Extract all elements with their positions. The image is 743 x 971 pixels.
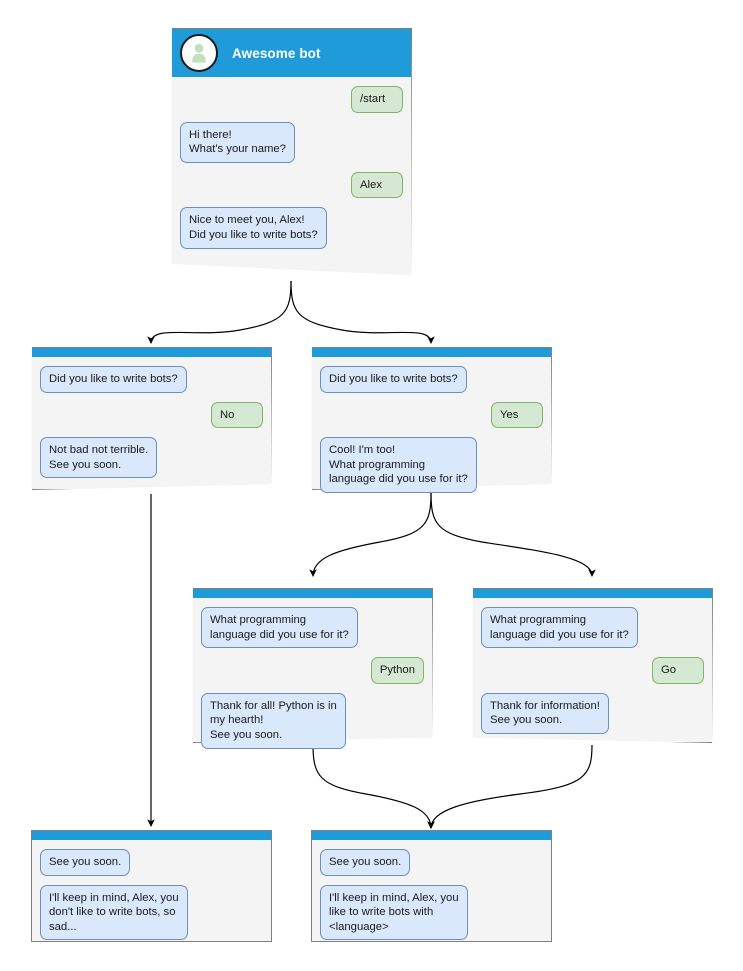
message-row: I'll keep in mind, Alex, you don't like … — [40, 884, 263, 941]
bot-message-bubble: What programming language did you use fo… — [481, 607, 638, 649]
edge-yes-to-go — [430, 492, 596, 577]
edge-go-to-end-happy — [427, 744, 593, 829]
edge-python-to-end-happy — [312, 744, 435, 829]
node-python-branch-messages: What programming language did you use fo… — [192, 599, 433, 749]
node-yes-branch-messages: Did you like to write bots? Yes Cool! I'… — [311, 358, 552, 493]
user-message-bubble: Yes — [491, 401, 543, 429]
message-row: Did you like to write bots? — [320, 366, 543, 393]
node-end-sad-titlebar — [32, 831, 271, 840]
user-message-bubble: No — [211, 401, 263, 429]
message-row: /start — [180, 86, 403, 113]
node-go-branch-messages: What programming language did you use fo… — [472, 599, 713, 734]
node-yes-branch[interactable]: Did you like to write bots? Yes Cool! I'… — [311, 347, 552, 493]
node-no-branch-titlebar — [32, 348, 271, 357]
bot-message-bubble: See you soon. — [40, 849, 131, 876]
node-go-branch-titlebar — [473, 589, 712, 598]
edge-root-to-yes — [290, 280, 435, 344]
user-message-bubble: Go — [652, 657, 704, 684]
node-end-happy-messages: See you soon. I'll keep in mind, Alex, y… — [311, 841, 552, 941]
message-row: Yes — [320, 401, 543, 429]
node-end-happy-titlebar — [312, 831, 551, 840]
node-yes-branch-titlebar — [312, 348, 551, 357]
message-row: Cool! I'm too! What programming language… — [320, 437, 543, 493]
node-python-branch[interactable]: What programming language did you use fo… — [192, 588, 433, 749]
message-row: Thank for all! Python is in my hearth! S… — [201, 692, 424, 749]
node-no-branch[interactable]: Did you like to write bots? No Not bad n… — [31, 347, 272, 490]
message-row: What programming language did you use fo… — [201, 607, 424, 649]
node-no-branch-messages: Did you like to write bots? No Not bad n… — [31, 358, 272, 479]
message-row: Thank for information! See you soon. — [481, 692, 704, 734]
bot-message-bubble: I'll keep in mind, Alex, you like to wri… — [320, 884, 468, 941]
message-row: Alex — [180, 171, 403, 199]
node-root-messages: /start Hi there! What's your name? Alex … — [171, 78, 412, 249]
message-row: See you soon. — [40, 849, 263, 876]
bot-message-bubble: Cool! I'm too! What programming language… — [320, 437, 477, 493]
edge-root-to-no — [147, 280, 292, 344]
message-row: See you soon. — [320, 849, 543, 876]
person-avatar-icon — [180, 34, 218, 72]
bot-message-bubble: What programming language did you use fo… — [201, 607, 358, 649]
node-root[interactable]: Awesome bot /start Hi there! What's your… — [171, 28, 412, 283]
node-end-sad-messages: See you soon. I'll keep in mind, Alex, y… — [31, 841, 272, 941]
message-row: I'll keep in mind, Alex, you like to wri… — [320, 884, 543, 941]
bot-message-bubble: Hi there! What's your name? — [180, 121, 295, 163]
message-row: Nice to meet you, Alex! Did you like to … — [180, 207, 403, 249]
user-message-bubble: /start — [351, 86, 403, 113]
node-end-happy[interactable]: See you soon. I'll keep in mind, Alex, y… — [311, 830, 552, 942]
user-message-bubble: Python — [370, 657, 424, 684]
edge-yes-to-python — [309, 492, 432, 577]
user-message-bubble: Alex — [351, 171, 403, 199]
node-go-branch[interactable]: What programming language did you use fo… — [472, 588, 713, 743]
message-row: Go — [481, 657, 704, 684]
node-end-sad[interactable]: See you soon. I'll keep in mind, Alex, y… — [31, 830, 272, 942]
bot-message-bubble: Did you like to write bots? — [40, 366, 187, 393]
message-row: No — [40, 401, 263, 429]
message-row: Did you like to write bots? — [40, 366, 263, 393]
node-root-title: Awesome bot — [232, 45, 321, 61]
bot-message-bubble: Did you like to write bots? — [320, 366, 467, 393]
message-row: Python — [201, 657, 424, 684]
bot-message-bubble: Thank for all! Python is in my hearth! S… — [201, 692, 346, 749]
node-root-titlebar: Awesome bot — [172, 29, 411, 77]
message-row: Hi there! What's your name? — [180, 121, 403, 163]
message-row: Not bad not terrible. See you soon. — [40, 437, 263, 479]
bot-message-bubble: I'll keep in mind, Alex, you don't like … — [40, 884, 188, 941]
bot-message-bubble: Thank for information! See you soon. — [481, 692, 609, 734]
bot-message-bubble: Not bad not terrible. See you soon. — [40, 437, 158, 479]
node-python-branch-titlebar — [193, 589, 432, 598]
bot-message-bubble: Nice to meet you, Alex! Did you like to … — [180, 207, 327, 249]
message-row: What programming language did you use fo… — [481, 607, 704, 649]
bot-message-bubble: See you soon. — [320, 849, 411, 876]
